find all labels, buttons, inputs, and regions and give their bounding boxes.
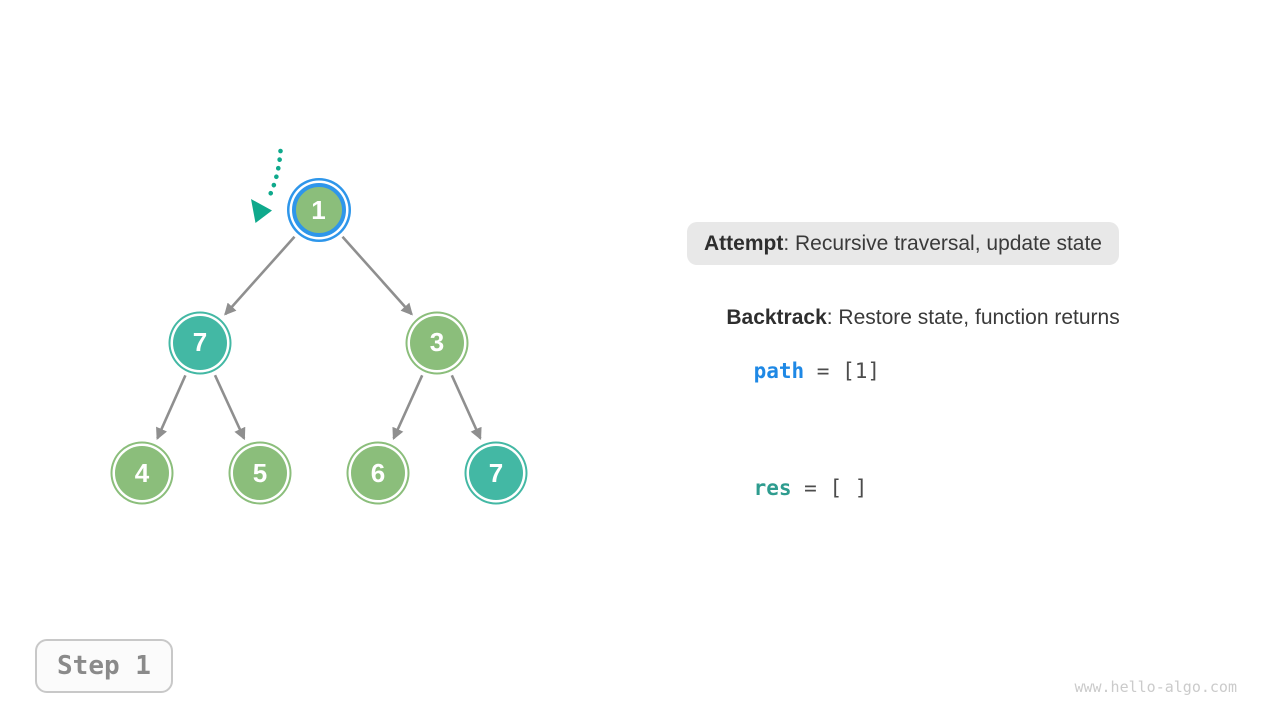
node-label: 4 (134, 457, 150, 488)
node-label: 3 (429, 327, 445, 357)
tree-node-5: 5 (233, 446, 287, 500)
path-variable: path (753, 359, 805, 383)
tree-node-6: 6 (351, 446, 405, 500)
node-label: 1 (311, 194, 326, 225)
tree-edge (156, 374, 187, 440)
res-value: = [ ] (791, 476, 868, 500)
attempt-note: Attempt: Recursive traversal, update sta… (687, 222, 1119, 265)
tree-edge (450, 374, 482, 441)
tree-edges-layer (156, 235, 482, 441)
node-label: 7 (488, 457, 504, 488)
tree-node-3: 3 (410, 315, 464, 370)
res-state-line: res = [ ] (703, 449, 868, 527)
traversal-pointer-arrowhead-icon (251, 199, 272, 223)
backtrack-text: : Restore state, function returns (826, 306, 1120, 329)
tree-edge (224, 235, 296, 316)
watermark: www.hello-algo.com (1074, 678, 1237, 696)
node-label: 5 (252, 457, 268, 488)
backtrack-label: Backtrack (726, 306, 827, 329)
tree-edge (392, 374, 424, 441)
path-value: = [1] (804, 359, 881, 383)
traversal-pointer-dotted-path-icon (267, 148, 283, 199)
path-state-line: path = [1] (703, 332, 880, 410)
tree-edge (213, 374, 246, 441)
tree-node-7: 7 (469, 446, 523, 500)
attempt-label: Attempt (704, 231, 784, 255)
tree-edge (341, 235, 413, 316)
attempt-text: : Recursive traversal, update state (783, 231, 1102, 255)
node-label: 6 (370, 457, 386, 488)
node-label: 7 (192, 327, 208, 357)
step-label: Step 1 (57, 651, 151, 681)
backtrack-note: Backtrack: Restore state, function retur… (703, 282, 1120, 354)
res-variable: res (753, 476, 792, 500)
tree-node-7: 7 (173, 315, 227, 370)
tree-node-1: 1 (291, 183, 346, 237)
step-indicator: Step 1 (35, 639, 173, 693)
tree-node-4: 4 (115, 446, 169, 500)
